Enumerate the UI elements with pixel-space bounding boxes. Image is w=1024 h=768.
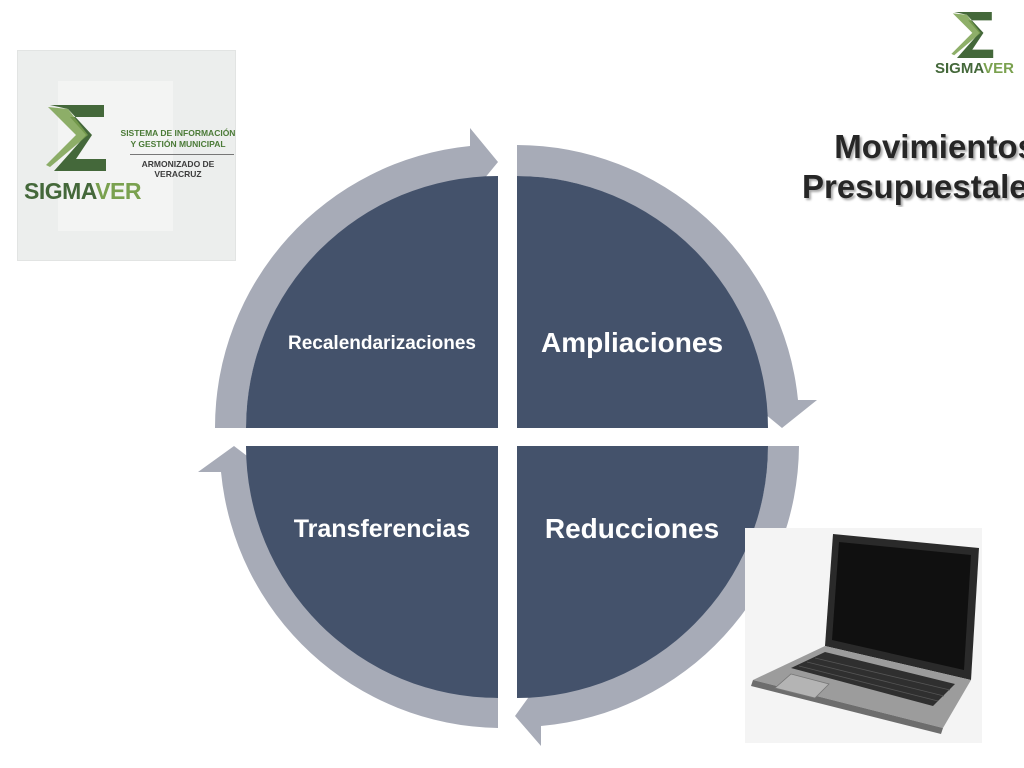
- sigma-icon: [951, 12, 994, 58]
- label-transferencias: Transferencias: [294, 515, 471, 543]
- label-ampliaciones: Ampliaciones: [541, 327, 723, 358]
- title-line-2: Presupuestales: [802, 168, 1024, 205]
- arrow-top-left: [214, 128, 498, 428]
- logo-tagline-1: SISTEMA DE INFORMACIÓN: [120, 128, 236, 138]
- logo-tagline-3: ARMONIZADO DE VERACRUZ: [141, 159, 215, 179]
- arrow-bottom-right: [515, 446, 799, 746]
- corner-word-main: SIGMA: [935, 60, 984, 77]
- quadrant-transferencias: [246, 446, 498, 698]
- logo-divider: [130, 154, 234, 155]
- arrow-bottom-left: [198, 446, 498, 728]
- label-reducciones: Reducciones: [545, 513, 719, 544]
- quadrant-ampliaciones: [517, 176, 768, 428]
- title-line-1: Movimientos: [834, 128, 1024, 165]
- corner-wordmark: SIGMAVER: [935, 60, 1014, 77]
- quadrant-recalendarizaciones: [246, 176, 498, 428]
- cycle-diagram: Recalendarizaciones Ampliaciones Reducci…: [198, 128, 817, 746]
- slide-title: Movimientos Presupuestales: [802, 127, 1024, 207]
- arrow-top-right: [517, 145, 817, 428]
- logo-tagline-2: Y GESTIÓN MUNICIPAL: [130, 139, 226, 149]
- corner-word-tail: VER: [983, 60, 1014, 77]
- logo-word-main: SIGMA: [24, 178, 96, 204]
- laptop-image: [745, 528, 982, 743]
- quadrant-reducciones: [517, 446, 769, 698]
- logo-word-tail: VER: [95, 178, 141, 204]
- sigmaver-logo-card: SISTEMA DE INFORMACIÓN Y GESTIÓN MUNICIP…: [17, 50, 236, 261]
- sigmaver-corner-logo: SIGMAVER: [935, 10, 1024, 80]
- sigma-icon: [46, 105, 106, 171]
- cycle-arrow-ring: [198, 128, 817, 746]
- label-recalendarizaciones: Recalendarizaciones: [288, 333, 476, 354]
- logo-wordmark: SIGMAVER: [24, 178, 141, 205]
